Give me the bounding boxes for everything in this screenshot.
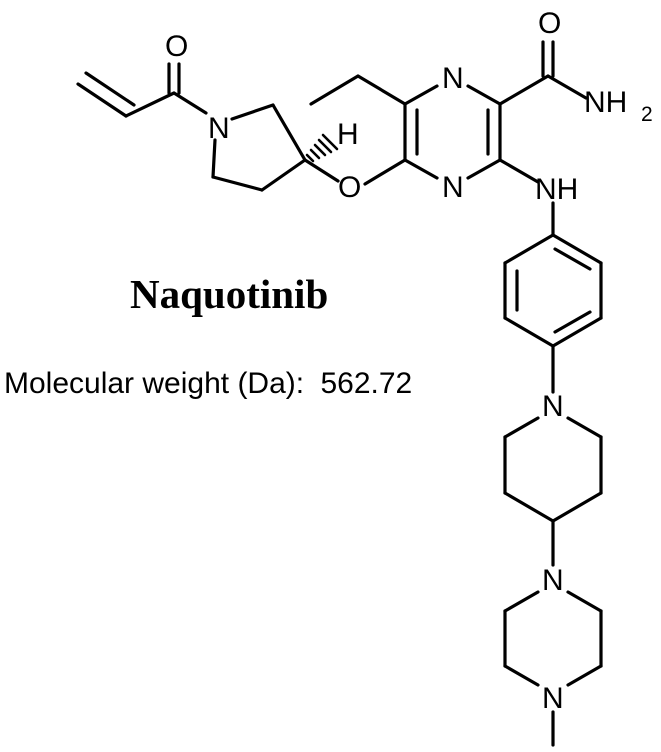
bond-amide-cn: [546, 74, 588, 100]
bond-phenyl-3: [551, 316, 603, 348]
bond-piperidine-4: [503, 491, 555, 523]
atom-nh-amine: NH: [535, 173, 578, 206]
bond-piperidine-3: [551, 491, 603, 523]
atom-nh2-subscript: 2: [641, 103, 653, 126]
bond-ethyl-1: [356, 74, 407, 106]
bond-carbonyl-n: [172, 91, 208, 115]
bond-vinyl-double-a: [76, 82, 128, 118]
bond-ethyl-2: [309, 74, 360, 106]
bond-piperazine-4: [503, 664, 540, 687]
bond-vinyl-double-b: [84, 71, 136, 107]
atom-o-ether: O: [338, 171, 361, 204]
bond-pyrrolidine-3: [260, 158, 307, 192]
atom-n-piperazine-top: N: [542, 564, 564, 597]
atom-n-pyrrolidine: N: [208, 112, 230, 145]
bond-phenyl-6: [503, 233, 555, 265]
bond-piperidine-6: [503, 416, 540, 439]
bond-pyrrolidine-1: [230, 103, 275, 121]
bond-pyrazine-n4-c5: [403, 158, 439, 180]
bond-pyrazine-c6-n1: [403, 84, 439, 106]
bond-piperazine-6: [503, 590, 540, 613]
bond-c-o-ether: [303, 158, 340, 183]
bond-vinyl-single: [124, 91, 176, 118]
bond-pyrrolidine-4: [211, 175, 264, 192]
molecular-weight-value: 562.72: [320, 367, 412, 400]
bond-phenyl-inner-2: [553, 310, 592, 334]
bond-phenyl-1: [551, 233, 603, 265]
bond-o-pyrazine: [363, 158, 407, 186]
bond-c2-amide-c: [498, 74, 550, 106]
molecular-weight-label: Molecular weight (Da):: [4, 367, 304, 400]
bond-piperazine-3: [566, 664, 603, 687]
stereo-hash-wedge: [305, 133, 339, 163]
bond-piperazine-1: [566, 590, 603, 613]
bond-phenyl-4: [503, 316, 555, 348]
bond-phenyl-inner-1: [553, 247, 592, 271]
atom-o-amide: O: [538, 7, 561, 40]
bond-pyrazine-c3-n4: [466, 158, 502, 180]
atom-h-stereo: H: [337, 118, 359, 151]
bond-pyrrolidine-2: [271, 103, 307, 162]
atom-n-piperazine-bottom: N: [542, 682, 564, 715]
bond-piperidine-1: [566, 416, 603, 439]
compound-name: Naquotinib: [130, 271, 328, 317]
molecular-weight: Molecular weight (Da): 562.72: [4, 367, 412, 400]
atom-labels: O N H O N N O NH 2 NH N N N: [165, 7, 653, 715]
bonds: [76, 40, 603, 747]
atom-n-pyrazine-top: N: [442, 62, 464, 95]
atom-n-pyrazine-bottom: N: [442, 171, 464, 204]
bond-pyrazine-n1-c2: [466, 84, 502, 106]
atom-nh2: NH: [584, 86, 627, 119]
bond-c3-nh: [498, 158, 540, 184]
atom-o-acryloyl: O: [165, 30, 188, 63]
atom-n-piperidine: N: [542, 390, 564, 423]
bond-pyrrolidine-5: [211, 138, 217, 179]
